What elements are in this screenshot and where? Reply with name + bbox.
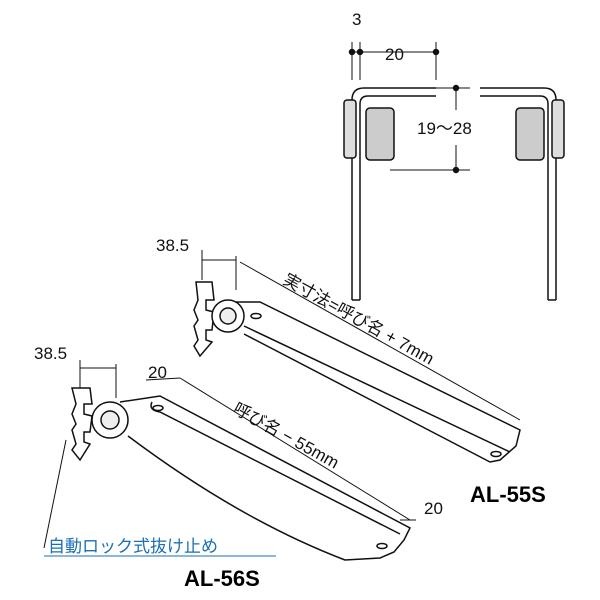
dimension-lines — [43, 250, 521, 557]
al56s-offset-dim: 38.5 — [34, 344, 67, 363]
al56s-model-label: AL-56S — [184, 566, 260, 591]
al55s-offset-dim: 38.5 — [156, 236, 189, 255]
thickness-dim: 3 — [352, 10, 361, 29]
top-section-view — [343, 42, 565, 301]
al56s-length-dim: 呼び名 − 55mm — [230, 399, 342, 473]
al56s-bracket — [71, 387, 411, 561]
range-dim: 19〜28 — [417, 119, 472, 138]
width-dim: 20 — [385, 45, 404, 64]
al56s-tip-width-dim: 20 — [424, 499, 443, 518]
auto-lock-callout: 自動ロック式抜け止め — [48, 537, 218, 557]
al56s-front-width-dim: 20 — [148, 363, 167, 382]
al55s-model-label: AL-55S — [470, 482, 546, 507]
al55s-bracket — [193, 281, 521, 463]
